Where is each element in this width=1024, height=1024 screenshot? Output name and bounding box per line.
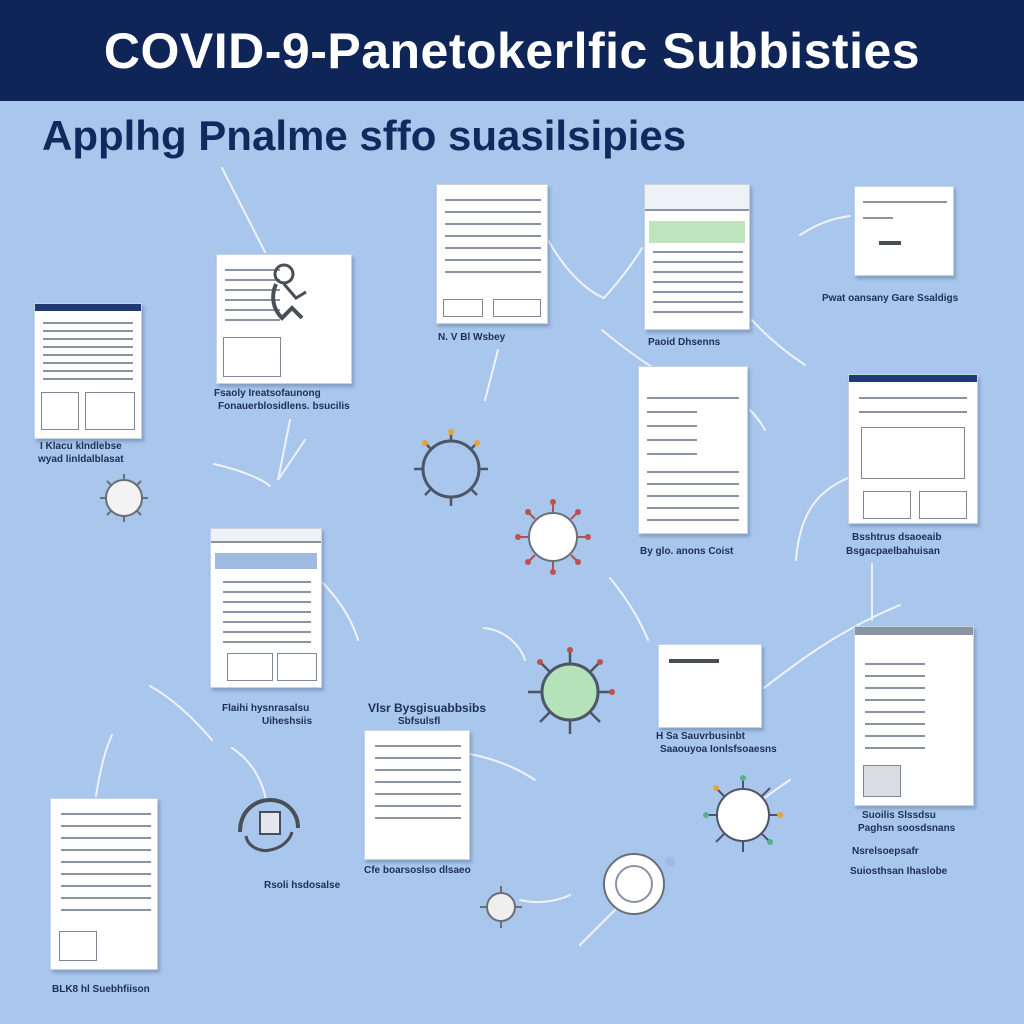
document-card: [364, 730, 470, 860]
caption: wyad linldalblasat: [38, 454, 124, 465]
caption: Suiosthsan Ihaslobe: [850, 866, 948, 877]
caption: Paoid Dhsenns: [648, 337, 721, 348]
virus-icon: [515, 499, 591, 575]
virus-icon: [528, 647, 615, 734]
page-title: COVID-9-Panetokerlfic Subbisties: [103, 22, 921, 79]
document-card: [210, 528, 322, 688]
document-card: [34, 303, 142, 439]
virus-icon: [480, 886, 522, 928]
caption: Suoilis Slssdsu: [862, 810, 936, 821]
caption: H Sa Sauvrbusinbt: [656, 731, 745, 742]
caption: Bsshtrus dsaoeaib: [852, 532, 942, 543]
caption: Pwat oansany Gare Ssaldigs: [822, 293, 959, 304]
document-card: [216, 254, 352, 384]
virus-icon: [703, 775, 783, 852]
caption: I Klacu klndlebse: [40, 441, 122, 452]
caption: N. V Bl Wsbey: [438, 332, 506, 343]
caption: Nsrelsoepsafr: [852, 846, 919, 857]
person-icon: [271, 263, 307, 321]
caption: Rsoli hsdosalse: [264, 880, 341, 891]
document-card: [848, 374, 978, 524]
globe-icon: [238, 797, 300, 852]
caption: Bsgacpaelbahuisan: [846, 546, 940, 557]
caption: Paghsn soosdsnans: [858, 823, 956, 834]
page-subtitle: Applhg Pnalme sffo suasilsipies: [42, 112, 687, 159]
header-bar: COVID-9-Panetokerlfic Subbisties: [0, 0, 1024, 101]
caption: Saaouyoa Ionlsfsoaesns: [660, 744, 777, 755]
caption: By glo. anons Coist: [640, 546, 734, 557]
document-card: [854, 186, 954, 276]
caption: Uiheshsiis: [262, 716, 313, 727]
caption: Cfe boarsoslso dlsaeo: [364, 865, 471, 876]
caption: Fsaoly Ireatsofaunong: [214, 388, 321, 399]
virus-icon: [414, 429, 488, 506]
caption: Flaihi hysnrasalsu: [222, 703, 310, 714]
document-card: [854, 626, 974, 806]
document-card: [50, 798, 158, 970]
virus-icon: [603, 853, 675, 915]
document-card: [638, 366, 748, 534]
caption: Vlsr Bysgisuabbsibs: [368, 701, 487, 715]
caption: BLK8 hl Suebhfiison: [52, 984, 150, 995]
document-card: [436, 184, 548, 324]
caption: Sbfsulsfl: [398, 716, 441, 727]
document-card: [644, 184, 750, 330]
document-card: [658, 644, 762, 728]
virus-icon: [100, 474, 148, 522]
caption: Fonauerblosidlens. bsucilis: [218, 401, 350, 412]
